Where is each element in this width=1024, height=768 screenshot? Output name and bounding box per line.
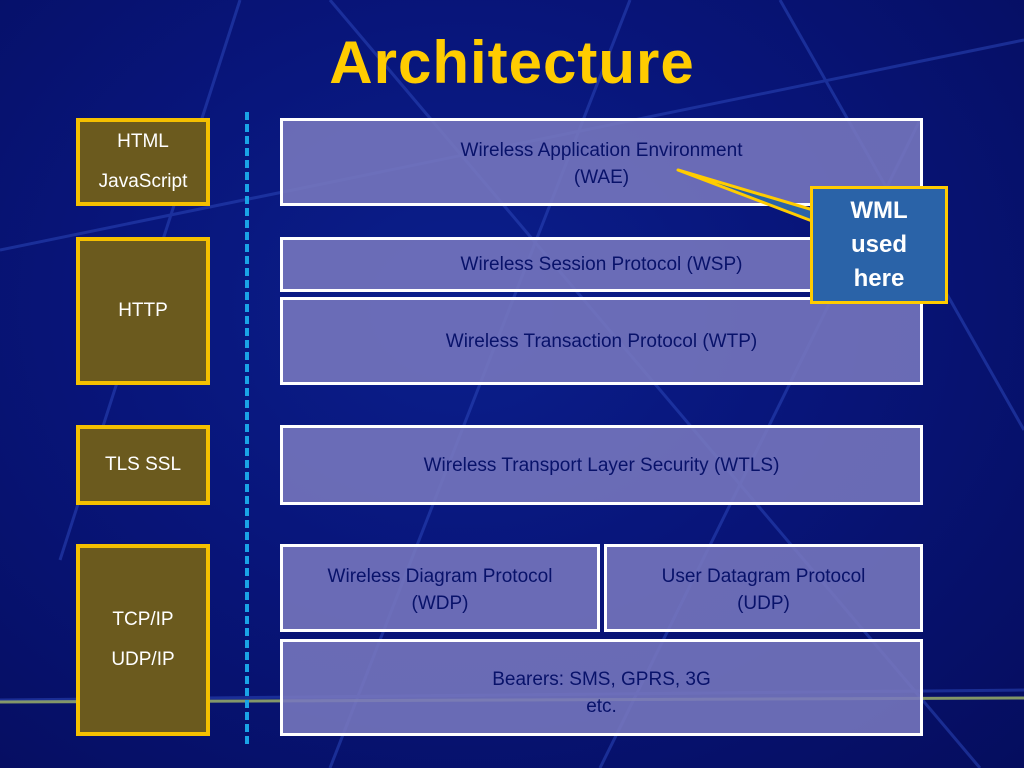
- wdp-label-line2: (WDP): [411, 593, 469, 614]
- bearers-layer: Bearers: SMS, GPRS, 3G etc.: [280, 639, 923, 736]
- left-label-tls-ssl: TLS SSL: [104, 454, 182, 475]
- left-label-javascript: JavaScript: [98, 171, 188, 192]
- wae-label-line2: (WAE): [573, 167, 630, 188]
- udp-label-line2: (UDP): [737, 593, 790, 614]
- callout-line-1: WML: [850, 197, 908, 224]
- callout-line-3: here: [853, 265, 905, 292]
- callout-line-2: used: [850, 231, 907, 258]
- bearers-label-line1: Bearers: SMS, GPRS, 3G: [492, 669, 711, 690]
- internet-layer-http: HTTP: [76, 237, 210, 385]
- bearers-label-line2: etc.: [586, 696, 617, 717]
- left-label-udp-ip: UDP/IP: [111, 649, 175, 670]
- wdp-layer: Wireless Diagram Protocol (WDP): [280, 544, 600, 632]
- internet-layer-tcp-udp-ip: TCP/IP UDP/IP: [76, 544, 210, 736]
- internet-layer-html-js: HTML JavaScript: [76, 118, 210, 206]
- udp-label-line1: User Datagram Protocol: [661, 566, 866, 587]
- wml-callout: WML used here: [810, 186, 948, 304]
- wae-label-line1: Wireless Application Environment: [460, 140, 743, 161]
- wtls-layer: Wireless Transport Layer Security (WTLS): [280, 425, 923, 505]
- wae-layer: Wireless Application Environment (WAE): [280, 118, 923, 206]
- left-label-html: HTML: [117, 131, 169, 152]
- wtp-label: Wireless Transaction Protocol (WTP): [445, 330, 758, 352]
- wtls-label: Wireless Transport Layer Security (WTLS): [423, 454, 780, 476]
- wtp-layer: Wireless Transaction Protocol (WTP): [280, 297, 923, 385]
- internet-layer-tls-ssl: TLS SSL: [76, 425, 210, 505]
- udp-layer: User Datagram Protocol (UDP): [604, 544, 923, 632]
- slide-title: Architecture: [329, 29, 695, 96]
- dashed-divider: [245, 112, 249, 744]
- left-label-http: HTTP: [118, 300, 168, 321]
- left-label-tcp-ip: TCP/IP: [112, 609, 174, 630]
- wsp-label: Wireless Session Protocol (WSP): [460, 254, 743, 275]
- wdp-label-line1: Wireless Diagram Protocol: [327, 566, 553, 587]
